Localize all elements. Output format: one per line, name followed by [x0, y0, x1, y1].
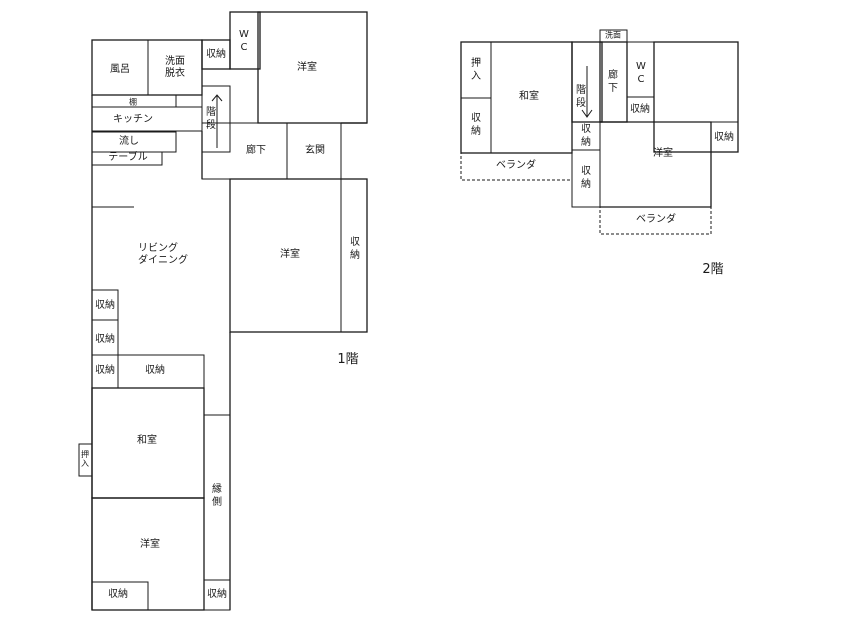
f1-storage-s1-label: 収納 [108, 589, 128, 600]
f1-kitchen-label: キッチン [113, 114, 153, 125]
f1-storage-l2-label: 収納 [95, 334, 115, 345]
floor1-title: 1階 [337, 352, 359, 367]
f2-hallway-label: 廊下 [608, 70, 618, 94]
f1-western-south-label: 洋室 [140, 539, 160, 550]
f2-wc-label: WC [636, 61, 646, 85]
floor1-walls [78, 11, 368, 611]
f1-storage-s2-label: 収納 [207, 589, 227, 600]
f1-stairs-label: 階段 [206, 107, 216, 131]
f1-storage-l4-label: 収納 [145, 365, 165, 376]
f1-closet-label: 押入 [81, 450, 89, 468]
f2-storage-c2-label: 収納 [581, 166, 591, 190]
f1-table-label: テーブル [108, 152, 148, 163]
f1-bath-label: 風呂 [110, 64, 130, 75]
f1-western-center-label: 洋室 [280, 249, 300, 260]
f1-hallway-label: 廊下 [246, 145, 266, 156]
f1-veranda-side-label: 縁側 [212, 484, 222, 508]
f1-storage-top-label: 収納 [206, 49, 226, 60]
f1-western-ne-label: 洋室 [297, 62, 317, 73]
floor2-title: 2階 [702, 262, 724, 277]
f1-entrance-label: 玄関 [305, 145, 325, 156]
f2-storage-c1-label: 収納 [581, 124, 591, 148]
f1-washroom-label: 洗面 脱衣 [165, 56, 185, 79]
f2-veranda-w-label: ベランダ [496, 160, 536, 171]
f2-storage-w-label: 収納 [471, 113, 481, 137]
f2-storage-e-label: 収納 [714, 132, 734, 143]
f2-closet-label: 押入 [471, 58, 481, 82]
f1-living-label: リビング ダイニング [138, 243, 188, 266]
f2-veranda-e-label: ベランダ [636, 214, 676, 225]
floor2-walls [460, 29, 739, 235]
f1-japanese-label: 和室 [137, 435, 157, 446]
f2-western-label: 洋室 [653, 148, 673, 159]
f1-shelf-label: 棚 [129, 97, 137, 107]
f1-storage-l1-label: 収納 [95, 300, 115, 311]
f2-storage-wc-label: 収納 [630, 104, 650, 115]
f2-washroom-label: 洗面 [605, 30, 621, 40]
f1-storage-east-label: 収納 [350, 237, 360, 261]
f1-storage-l3-label: 収納 [95, 365, 115, 376]
f2-japanese-label: 和室 [519, 91, 539, 102]
f2-stairs-label: 階段 [576, 85, 586, 109]
f1-wc-label: WC [239, 29, 249, 53]
f1-sink-label: 流し [119, 136, 139, 147]
